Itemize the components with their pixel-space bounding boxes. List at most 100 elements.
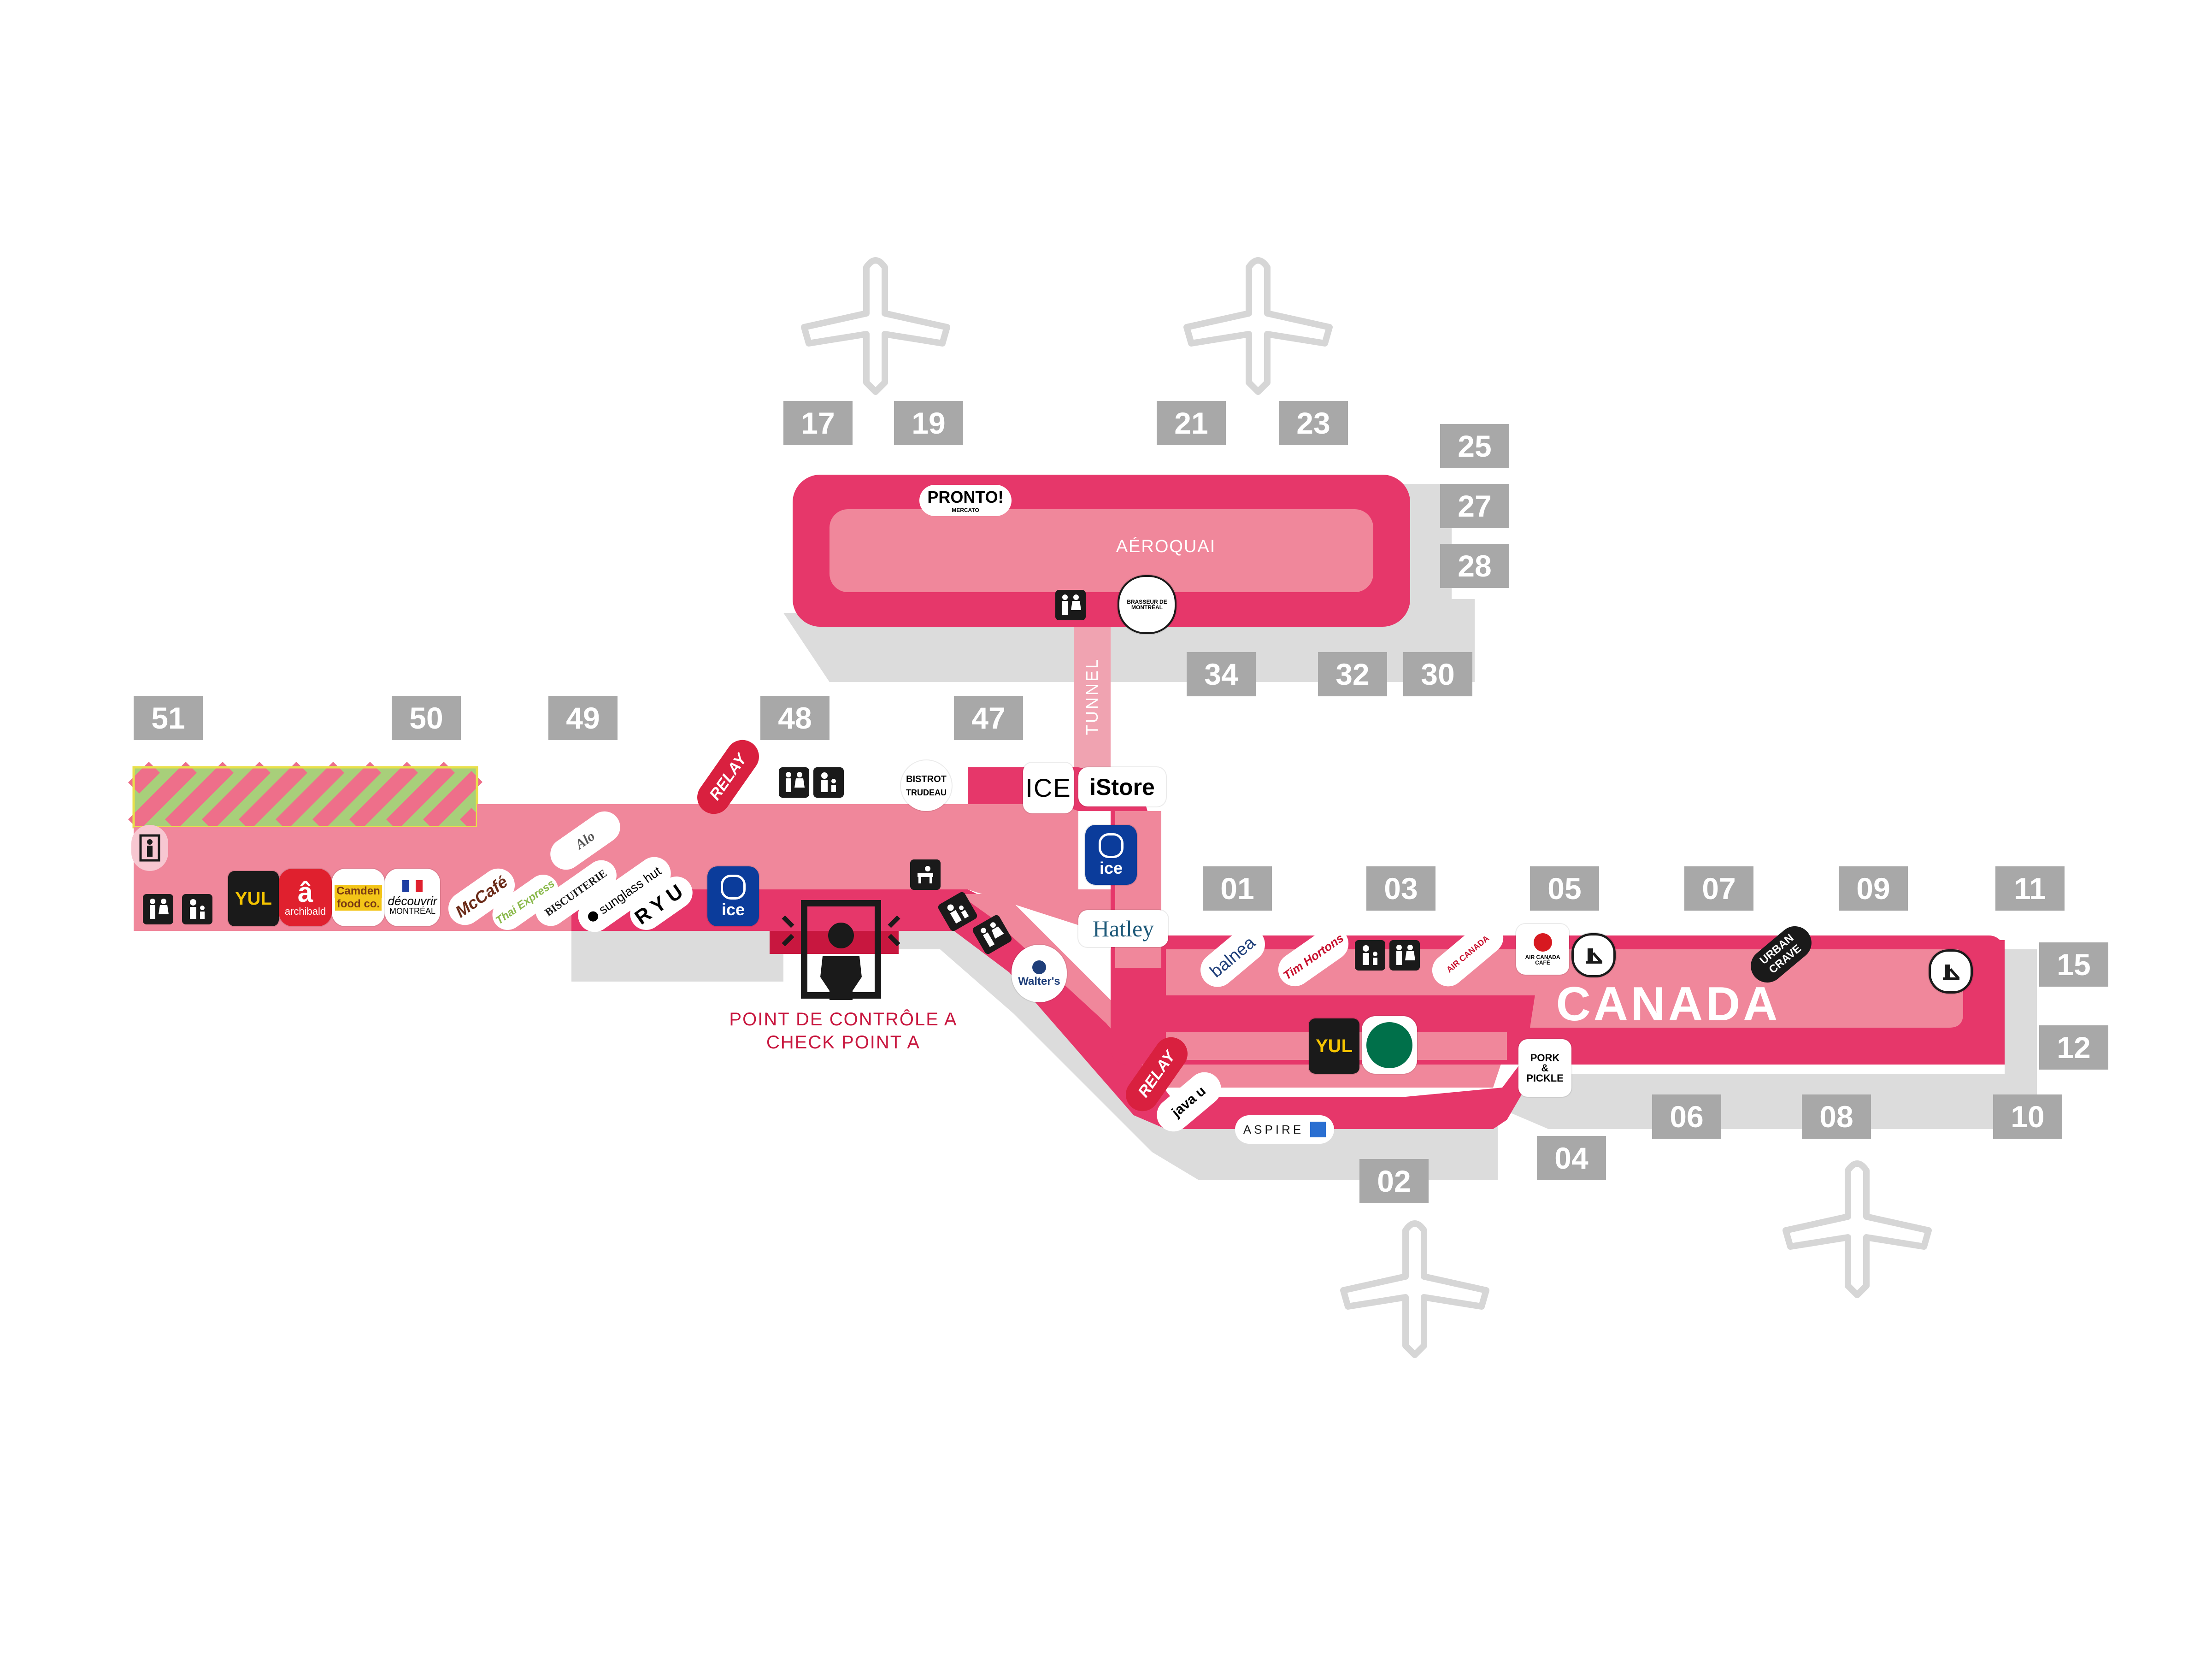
- store-walters-name: Walter's: [1018, 975, 1060, 988]
- gate-21: 21: [1157, 401, 1226, 445]
- store-bistrot-name: BISTROT: [906, 774, 947, 784]
- store-brasseur[interactable]: BRASSEUR DE MONTRÉAL: [1118, 575, 1177, 634]
- east-concourse-inner-b: [1530, 968, 1963, 1028]
- tunnel-label: TUNNEL: [1082, 657, 1101, 735]
- store-bistrot-sub: TRUDEAU: [906, 788, 947, 797]
- store-yul-east[interactable]: YUL: [1309, 1018, 1359, 1074]
- restroom-icon: [779, 767, 809, 798]
- airplane-icon: [1340, 1220, 1489, 1358]
- store-decouvrir-flag: [402, 880, 423, 892]
- store-sunglass-hut-dot: [586, 909, 600, 924]
- store-archibald-name: archibald: [284, 905, 326, 917]
- store-brasseur-name: BRASSEUR DE MONTRÉAL: [1127, 599, 1167, 611]
- store-decouvrir[interactable]: découvrir MONTRÉAL: [385, 869, 440, 926]
- store-pronto-name: PRONTO!: [927, 488, 1004, 506]
- gate-05: 05: [1530, 866, 1599, 911]
- store-pork-pickle[interactable]: PORK & PICKLE: [1518, 1039, 1571, 1097]
- play-area-icon: [1929, 949, 1973, 994]
- gate-12: 12: [2039, 1025, 2108, 1070]
- store-istore[interactable]: iStore: [1078, 767, 1166, 806]
- ice-exchange-west[interactable]: ice: [707, 866, 759, 926]
- airplane-icon: [801, 257, 950, 395]
- ice-exchange-name: ice: [1099, 859, 1123, 877]
- store-yul-east-name: YUL: [1316, 1036, 1353, 1056]
- smoking-area-icon: [910, 859, 941, 890]
- store-aspire-mark: [1310, 1122, 1326, 1137]
- gate-27: 27: [1440, 484, 1509, 528]
- store-camden-sub: food co.: [335, 897, 382, 911]
- gate-49: 49: [548, 696, 618, 740]
- store-camden-name: Camden: [335, 884, 382, 898]
- diagonal-corridor: [959, 894, 1502, 1088]
- store-archibald[interactable]: â archibald: [279, 869, 332, 926]
- family-restroom-icon: [182, 894, 212, 924]
- pier-inner: [830, 509, 1373, 592]
- store-ice[interactable]: ICE: [1023, 763, 1074, 813]
- gate-10: 10: [1993, 1094, 2062, 1139]
- store-pork-sub: PICKLE: [1526, 1072, 1564, 1084]
- ice-exchange-icon: [1099, 833, 1124, 858]
- gate-04: 04: [1537, 1136, 1606, 1180]
- store-archibald-mark: â: [297, 877, 313, 908]
- play-area-icon: [1571, 933, 1616, 977]
- ice-exchange-icon: [721, 875, 746, 900]
- gate-47: 47: [954, 696, 1023, 740]
- gate-02: 02: [1359, 1159, 1429, 1203]
- family-restroom-icon: [1355, 940, 1385, 971]
- gate-32: 32: [1318, 652, 1387, 696]
- checkpoint-label-en: CHECK POINT A: [766, 1032, 921, 1053]
- construction-stripes: [128, 761, 483, 831]
- store-camden[interactable]: Camden food co.: [332, 869, 385, 926]
- store-aspire[interactable]: ASPIRE: [1235, 1115, 1334, 1144]
- store-yul-west[interactable]: YUL: [228, 871, 279, 926]
- gate-23: 23: [1279, 401, 1348, 445]
- store-walters-icon: [1032, 960, 1046, 974]
- maple-leaf-icon: [1533, 933, 1552, 952]
- store-bistrot-trudeau[interactable]: BISTROT TRUDEAU: [901, 760, 952, 811]
- restroom-icon: [1389, 940, 1420, 971]
- store-aircanada-cafe-name: AIR CANADA CAFÉ: [1525, 954, 1560, 966]
- starbucks-mark: [1366, 1022, 1412, 1068]
- airplane-icon: [1183, 257, 1333, 395]
- store-aircanada-cafe[interactable]: AIR CANADA CAFÉ: [1516, 924, 1569, 975]
- checkpoint-a: [770, 900, 900, 1000]
- gate-08: 08: [1802, 1094, 1871, 1139]
- gate-09: 09: [1839, 866, 1908, 911]
- gate-11: 11: [1995, 866, 2065, 911]
- store-hatley[interactable]: Hatley: [1078, 910, 1168, 947]
- gate-30: 30: [1403, 652, 1472, 696]
- store-decouvrir-name: découvrir: [388, 894, 437, 908]
- airplane-icons: [801, 257, 1932, 1358]
- store-ice-name: ICE: [1025, 773, 1071, 802]
- store-yul-west-name: YUL: [235, 888, 272, 909]
- ice-exchange-name: ice: [721, 900, 745, 919]
- tunnel-corridor: [1074, 627, 1111, 774]
- gate-48: 48: [760, 696, 830, 740]
- gate-19: 19: [894, 401, 963, 445]
- gate-06: 06: [1652, 1094, 1721, 1139]
- gate-17: 17: [783, 401, 853, 445]
- airplane-icon: [1783, 1160, 1932, 1298]
- family-restroom-icon: [936, 890, 979, 933]
- restroom-icon: [971, 913, 1013, 956]
- security-scanner-icon: [828, 923, 854, 948]
- gate-07: 07: [1684, 866, 1753, 911]
- elevator-icon: [131, 825, 168, 871]
- store-alo-name: Alo: [572, 828, 598, 853]
- restroom-icon: [143, 894, 173, 924]
- ice-exchange-east[interactable]: ice: [1085, 825, 1137, 885]
- gate-01: 01: [1203, 866, 1272, 911]
- gate-25: 25: [1440, 424, 1509, 468]
- store-pronto[interactable]: PRONTO! MERCATO: [919, 485, 1012, 516]
- store-aspire-name: ASPIRE: [1243, 1122, 1304, 1136]
- store-walters[interactable]: Walter's: [1012, 945, 1067, 1002]
- gate-51: 51: [134, 696, 203, 740]
- pier-label: AÉROQUAI: [1116, 537, 1216, 556]
- gate-50: 50: [392, 696, 461, 740]
- store-starbucks[interactable]: [1362, 1016, 1417, 1074]
- store-pronto-sub: MERCATO: [952, 507, 979, 513]
- store-decouvrir-sub: MONTRÉAL: [389, 906, 435, 916]
- checkpoint-label-fr: POINT DE CONTRÔLE A: [729, 1009, 958, 1030]
- family-restroom-icon: [813, 767, 844, 798]
- gate-03: 03: [1366, 866, 1435, 911]
